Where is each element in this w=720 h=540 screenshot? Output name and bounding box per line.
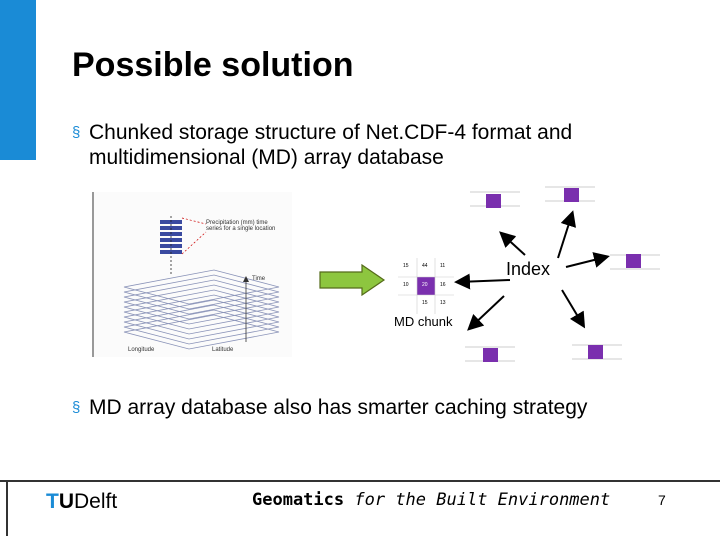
chunk-cell: 10 xyxy=(403,282,409,288)
footer-divider xyxy=(0,480,720,482)
bullet-marker: § xyxy=(72,124,81,141)
chunk-icon-bottom-left xyxy=(465,346,515,362)
logo-delft: Delft xyxy=(74,490,118,513)
chunk-cell: 15 xyxy=(422,300,428,306)
bullet-chunked-storage: § Chunked storage structure of Net.CDF-4… xyxy=(72,120,672,170)
chunk-cell: 11 xyxy=(440,263,446,269)
chunk-icon-bottom-right xyxy=(572,344,622,360)
tagline-italic: for the Built Environment xyxy=(354,490,611,510)
chunk-cell: 20 xyxy=(422,282,428,288)
md-chunk-label: MD chunk xyxy=(394,314,453,329)
page-number: 7 xyxy=(658,492,666,508)
chunk-cell: 15 xyxy=(403,263,409,269)
bullet-caching-strategy: § MD array database also has smarter cac… xyxy=(72,395,632,420)
tagline-bold: Geomatics xyxy=(252,490,345,510)
footer-tagline: Geomatics for the Built Environment xyxy=(252,490,610,510)
bullet-text: MD array database also has smarter cachi… xyxy=(89,396,588,419)
logo-tu: TU xyxy=(46,490,74,513)
chunk-cell: 13 xyxy=(440,300,446,306)
figure-annotation: Precipitation (mm) time series for a sin… xyxy=(206,220,276,232)
chunk-cell: 16 xyxy=(440,282,446,288)
arrow-to-top-left xyxy=(499,231,526,256)
chunk-icon-top-right xyxy=(545,186,595,202)
stacked-cube-graphic xyxy=(123,216,280,350)
index-arrows xyxy=(454,210,610,331)
stacked-chunk-figure: Precipitation (mm) time series for a sin… xyxy=(92,192,292,357)
footer-left-bar xyxy=(6,482,8,536)
arrow-to-bottom-left xyxy=(467,295,505,331)
chunk-icon-right xyxy=(610,254,660,270)
bullet-text: Chunked storage structure of Net.CDF-4 f… xyxy=(89,121,573,169)
index-label: Index xyxy=(506,259,551,279)
arrow-to-bottom-right xyxy=(561,289,586,329)
tudelft-logo: TUDelft xyxy=(46,490,117,514)
axis-time-label: Time xyxy=(252,276,266,282)
md-chunk-grid-lines xyxy=(398,258,454,314)
slide-title: Possible solution xyxy=(72,46,354,84)
arrow-to-top-right xyxy=(557,210,576,259)
axis-latitude-label: Latitude xyxy=(212,347,234,353)
axis-longitude-label: Longitude xyxy=(128,347,155,353)
chunk-icon-top-left xyxy=(470,191,520,208)
bullet-marker: § xyxy=(72,399,81,416)
logo-u: U xyxy=(58,490,74,513)
chunk-cell: 44 xyxy=(422,263,428,269)
logo-t: T xyxy=(46,490,59,513)
accent-bar xyxy=(0,0,36,160)
green-right-arrow xyxy=(319,264,386,296)
arrow-to-md-chunk xyxy=(454,273,511,290)
arrow-to-right xyxy=(565,252,610,268)
md-chunk-grid: 15 44 11 10 20 16 15 13 xyxy=(398,258,454,314)
